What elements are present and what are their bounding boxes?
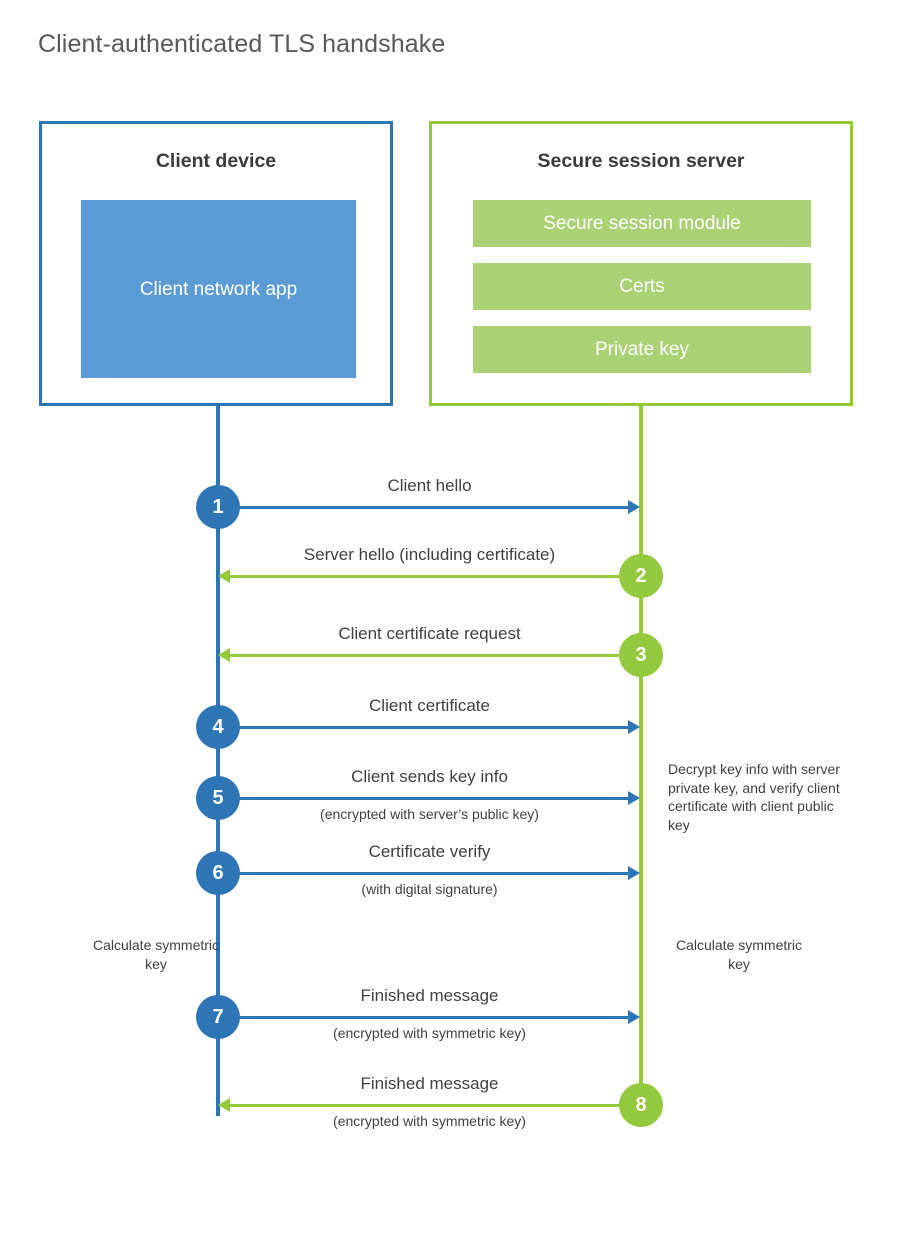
- step-8-arrow-line: [230, 1104, 640, 1107]
- step-3-badge: 3: [619, 633, 663, 677]
- step-3-arrow-line: [230, 654, 640, 657]
- server-block-private-key: Private key: [473, 326, 811, 373]
- step-5-arrow-line: [218, 797, 628, 800]
- step-3-label: Client certificate request: [338, 624, 521, 643]
- step-8-arrow-head: [218, 1098, 230, 1112]
- step-2-label: Server hello (including certificate): [303, 545, 556, 564]
- step-7-badge: 7: [196, 995, 240, 1039]
- step-8-badge: 8: [619, 1083, 663, 1127]
- server-block-certs: Certs: [473, 263, 811, 310]
- step-4-arrow-head: [628, 720, 640, 734]
- step-6-label: Certificate verify: [368, 842, 491, 861]
- client-device-box: Client device Client network app: [39, 121, 393, 406]
- step-1-label: Client hello: [387, 476, 472, 495]
- note-decrypt-key-info: Decrypt key info with server private key…: [668, 761, 840, 833]
- step-6-sublabel: (with digital signature): [361, 881, 498, 897]
- step-2-arrow-head: [218, 569, 230, 583]
- client-device-title: Client device: [155, 150, 277, 172]
- step-6-arrow-head: [628, 866, 640, 880]
- step-8-sublabel: (encrypted with symmetric key): [333, 1113, 526, 1129]
- step-4-arrow-line: [218, 726, 628, 729]
- step-7-arrow-head: [628, 1010, 640, 1024]
- step-2-badge: 2: [619, 554, 663, 598]
- step-4-badge: 4: [196, 705, 240, 749]
- step-6-badge: 6: [196, 851, 240, 895]
- step-7-sublabel: (encrypted with symmetric key): [333, 1025, 526, 1041]
- step-6-arrow-line: [218, 872, 628, 875]
- step-7-label: Finished message: [360, 986, 499, 1005]
- step-7-arrow-line: [218, 1016, 628, 1019]
- step-1-arrow-line: [218, 506, 628, 509]
- client-lifeline: [216, 406, 220, 1116]
- step-5-arrow-head: [628, 791, 640, 805]
- step-8-label: Finished message: [360, 1074, 499, 1093]
- step-5-sublabel: (encrypted with server’s public key): [320, 806, 539, 822]
- server-lifeline: [639, 406, 643, 1106]
- step-3-arrow-head: [218, 648, 230, 662]
- step-5-badge: 5: [196, 776, 240, 820]
- client-network-app-block: Client network app: [81, 200, 356, 378]
- step-5-label: Client sends key info: [351, 767, 508, 786]
- note-calculate-symmetric-key-client: Calculate symmetric key: [92, 937, 220, 972]
- server-block-secure-session-module: Secure session module: [473, 200, 811, 247]
- page-title: Client-authenticated TLS handshake: [38, 30, 446, 58]
- secure-session-server-title: Secure session server: [537, 150, 745, 172]
- step-2-arrow-line: [230, 575, 640, 578]
- note-calculate-symmetric-key-server: Calculate symmetric key: [675, 937, 803, 972]
- step-1-arrow-head: [628, 500, 640, 514]
- step-4-label: Client certificate: [369, 696, 490, 715]
- step-1-badge: 1: [196, 485, 240, 529]
- secure-session-server-box: Secure session server Secure session mod…: [429, 121, 853, 406]
